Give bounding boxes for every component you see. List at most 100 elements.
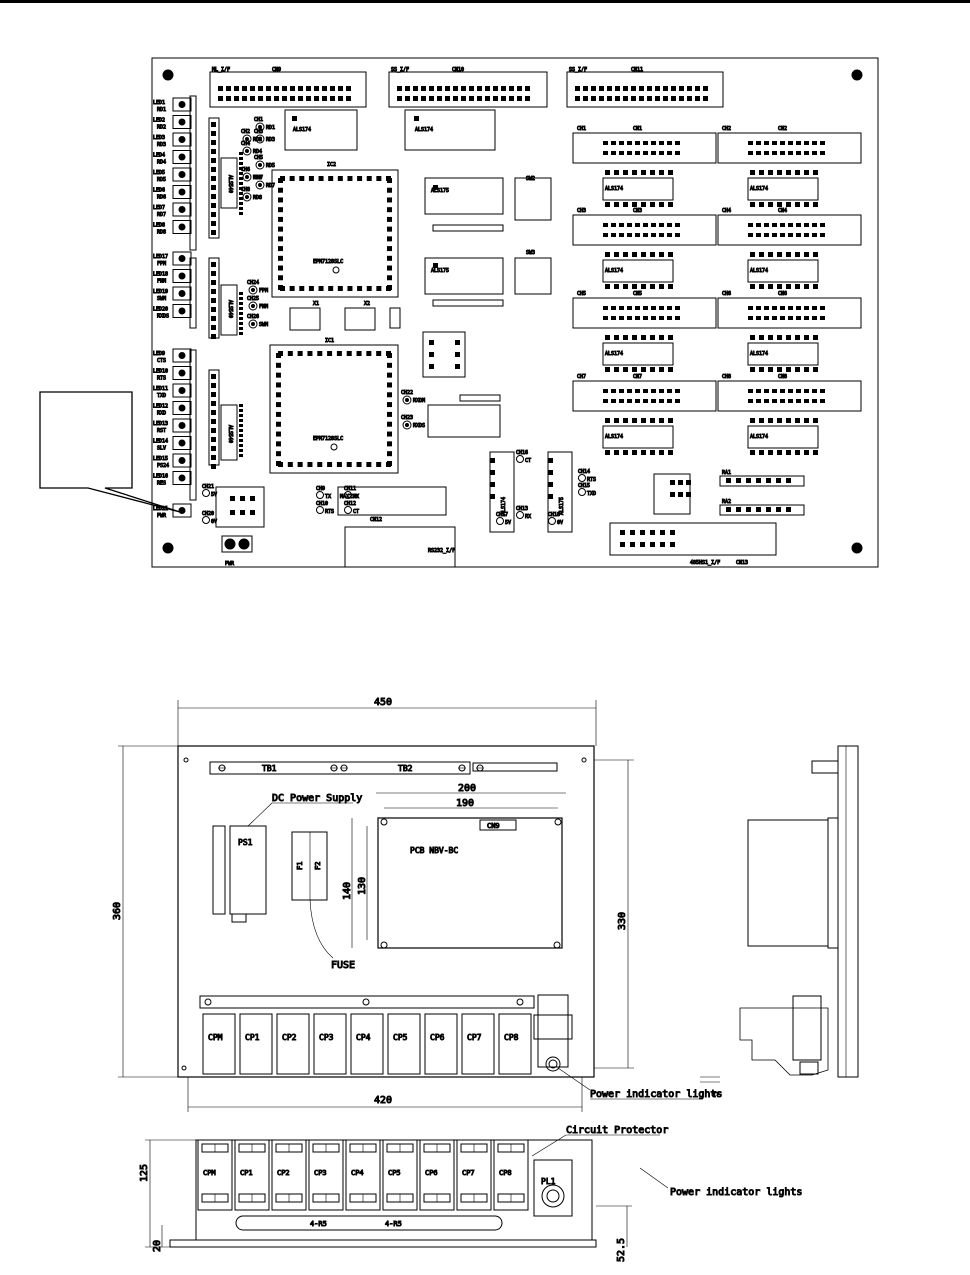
led-signal: RES — [157, 481, 166, 487]
led-lamp — [178, 101, 186, 108]
pin-pad — [509, 96, 514, 101]
pin-pad — [338, 96, 343, 101]
connector-label: CN7 — [633, 374, 642, 380]
pl1-lamp — [541, 1184, 565, 1208]
ic-pin — [387, 431, 392, 437]
pin-pad — [620, 542, 625, 547]
pin-pad — [346, 86, 351, 91]
checkpoint-center — [245, 175, 249, 179]
pin-pad — [746, 507, 751, 512]
pin-pad — [643, 399, 648, 403]
pin-pad — [756, 478, 761, 483]
checkpoint-ref: CH16 — [516, 450, 528, 456]
pin-pad — [635, 316, 640, 320]
pin-pad — [239, 197, 243, 200]
checkpoint-center — [405, 423, 409, 427]
pin-pad — [813, 202, 818, 207]
breaker-cp8-top — [493, 1139, 529, 1211]
checkpoint-ref: CH2 — [241, 129, 250, 135]
pin-pad — [650, 450, 655, 455]
pin-pad — [651, 389, 656, 393]
breaker-cp7 — [461, 1013, 495, 1075]
pin-pad — [605, 284, 610, 289]
pl1-label: PL1 — [541, 1177, 556, 1186]
ic-pin — [276, 431, 281, 437]
ic1-package — [269, 344, 399, 474]
pin-pad — [239, 419, 243, 422]
pin-pad — [490, 458, 495, 463]
leader-line — [557, 1067, 591, 1091]
ic-label: ALS175 — [431, 188, 449, 194]
pin-pad — [239, 152, 243, 155]
pin-pad — [772, 389, 777, 393]
pin-pad — [429, 86, 434, 91]
ic-als540-c-body — [220, 404, 238, 461]
pin-pad — [726, 507, 731, 512]
checkpoint-center — [258, 137, 262, 141]
pin-pad — [477, 96, 482, 101]
checkpoint-center — [258, 163, 262, 167]
pin-pad — [605, 252, 610, 257]
pin-pad — [461, 96, 466, 101]
breaker-cp7-top — [456, 1139, 492, 1211]
pin-pad — [239, 157, 243, 160]
ic-max233 — [337, 486, 447, 516]
pin-pad — [314, 86, 319, 91]
pin-pad — [242, 86, 247, 91]
pin-pad — [338, 86, 343, 91]
pin-pad — [632, 450, 637, 455]
pin-pad — [643, 141, 648, 145]
pin-pad — [756, 223, 761, 227]
ic-pin — [387, 411, 392, 417]
pin-pad — [748, 151, 753, 155]
ra2-label: RA2 — [722, 499, 731, 505]
channel-label: CH3 — [577, 208, 586, 214]
pin-pad — [239, 322, 243, 325]
pin-pad — [768, 170, 773, 175]
ic-als174 — [747, 177, 819, 201]
pin-pad — [619, 306, 624, 310]
channel-label: CH2 — [722, 126, 731, 132]
checkpoint-ref: CH4 — [241, 141, 250, 147]
pcb-standoff — [380, 818, 388, 826]
ic-pin — [276, 451, 281, 457]
ic-label: ALS174 — [750, 434, 768, 440]
enclosure-side-view: 5 — [700, 745, 859, 1097]
ic-pin — [346, 462, 352, 467]
pin-pad — [605, 450, 610, 455]
led-ref: LED1 — [153, 100, 165, 106]
pin-pad — [501, 86, 506, 91]
pin-pad — [614, 418, 619, 423]
pin-pad — [619, 223, 624, 227]
pin-pad — [239, 414, 243, 417]
pin-pad — [687, 96, 692, 101]
pin-pad — [788, 399, 793, 403]
pin-pad — [575, 96, 580, 101]
ic-pins — [605, 170, 673, 207]
led-signal: FPM — [157, 261, 166, 267]
ic-pin — [387, 207, 392, 213]
ic-pin — [328, 286, 334, 291]
cn13-ref: CN13 — [736, 560, 748, 566]
led-signal: RXDS — [157, 314, 169, 320]
pin-pad — [548, 494, 553, 499]
power-supply-bracket — [212, 825, 226, 915]
pin-pad — [686, 480, 691, 485]
ic-label: ALS174 — [605, 186, 623, 192]
checkpoint-pad — [402, 395, 412, 405]
ic-pin — [376, 286, 382, 291]
ic-als540-b-body — [220, 284, 238, 336]
pin-pad — [230, 510, 235, 515]
led-body — [172, 167, 192, 182]
pin-pad — [748, 233, 753, 237]
connector-cn7 — [572, 380, 717, 412]
ic-label: ALS175 — [431, 268, 449, 274]
pin-pad — [643, 233, 648, 237]
pin-pad — [820, 306, 825, 310]
pin-pad — [788, 316, 793, 320]
ic-pin — [356, 351, 362, 356]
pin-pad — [643, 223, 648, 227]
channel-label: CH4 — [722, 208, 731, 214]
pin-pad — [641, 367, 646, 372]
ic-pin — [337, 286, 343, 291]
